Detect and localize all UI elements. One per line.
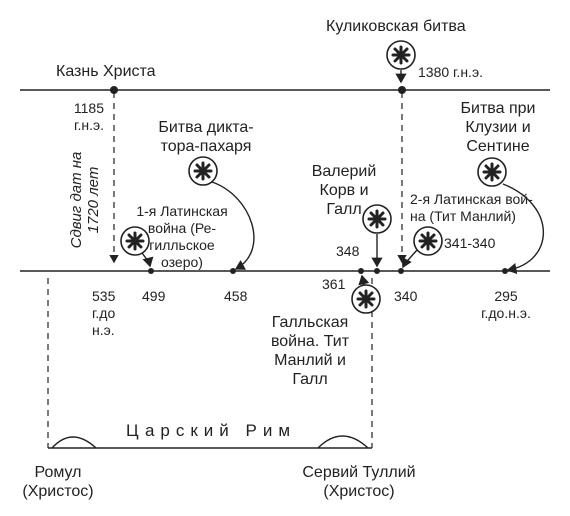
date-340: 340 bbox=[394, 288, 418, 304]
point-340 bbox=[398, 268, 404, 274]
point-499 bbox=[148, 268, 154, 274]
servius-arc bbox=[317, 435, 369, 449]
star-clusium bbox=[476, 156, 508, 188]
servius-label: Сервий Туллий (Христос) bbox=[302, 464, 416, 500]
date-295: 295 г.до.н.э. bbox=[481, 288, 531, 321]
date-348: 348 bbox=[336, 243, 360, 259]
point-1380 bbox=[398, 86, 406, 94]
romulus-arc bbox=[51, 436, 97, 449]
point-458 bbox=[230, 268, 236, 274]
valerius-label: Валерий Корв и Галл bbox=[311, 163, 377, 218]
arrow-gallic bbox=[358, 274, 370, 286]
arrow-latin2 bbox=[401, 249, 418, 269]
date-1185: 1185 г.н.э. bbox=[73, 100, 104, 133]
kulikovo-label: Куликовская битва bbox=[326, 18, 466, 35]
romulus-label: Ромул (Христос) bbox=[22, 464, 94, 500]
crucifixion-label: Казнь Христа bbox=[56, 63, 156, 80]
star-kulikovo bbox=[385, 39, 417, 71]
point-361 bbox=[358, 268, 364, 274]
star-latin2 bbox=[412, 225, 444, 257]
latin-war-2-label: 2-я Латинская вой- на (Тит Манлий) bbox=[410, 191, 533, 224]
point-crucifixion bbox=[110, 86, 118, 94]
point-348 bbox=[374, 268, 380, 274]
shift-text: Сдвиг дат на 1720 лет bbox=[68, 151, 102, 249]
point-295 bbox=[502, 268, 508, 274]
dictator-battle-label: Битва дикта- тора-пахаря bbox=[158, 119, 254, 155]
kingdom-label: Царский Рим bbox=[126, 421, 297, 440]
date-535: 535 г.до н.э. bbox=[92, 288, 116, 338]
clusium-label: Битва при Клузии и Сентине bbox=[460, 100, 536, 155]
kulikovo-date: 1380 г.н.э. bbox=[418, 64, 483, 80]
date-341-340: 341-340 bbox=[444, 235, 496, 251]
date-458: 458 bbox=[224, 288, 248, 304]
arrow-dictator bbox=[211, 181, 255, 270]
star-dictator bbox=[187, 155, 219, 187]
date-361: 361 bbox=[322, 276, 346, 292]
date-499: 499 bbox=[142, 288, 166, 304]
arrow-clusium bbox=[502, 183, 544, 275]
star-gallic bbox=[350, 283, 382, 315]
gallic-war-label: Галльская война. Тит Манлий и Галл bbox=[270, 314, 350, 388]
arrow-latin1 bbox=[141, 252, 154, 268]
latin-war-1-label: 1-я Латинская война (Ре- гилльское озеро… bbox=[136, 203, 228, 270]
